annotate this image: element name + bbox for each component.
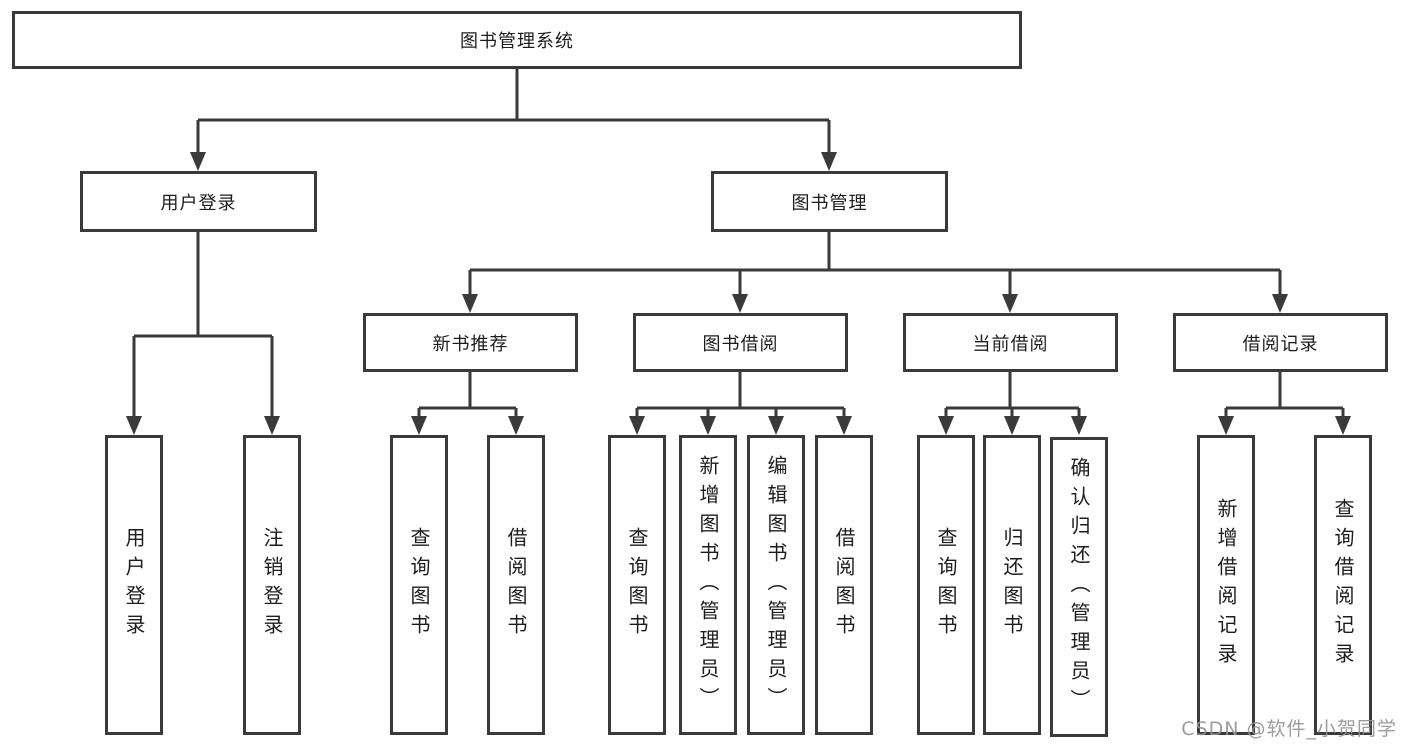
node-label: 归还图书 [1000,527,1024,643]
arrowheads [126,152,1351,435]
leaf-borrow-books-1: 借阅图书 [487,435,545,735]
node-label: 新增图书（管理员） [696,454,720,716]
node-book-borrowing: 图书借阅 [633,313,848,372]
node-label: 借阅图书 [832,527,856,643]
node-label: 用户登录 [122,527,146,643]
node-label: 借阅图书 [504,527,528,643]
node-label: 图书管理 [791,192,868,214]
node-borrowing-records: 借阅记录 [1173,313,1388,372]
node-label: 图书管理系统 [460,31,574,52]
node-label: 当前借阅 [972,333,1049,355]
connector-borrow-to-children [635,371,846,420]
connector-records-to-children [1224,371,1345,420]
connector-root-to-level2 [196,69,831,156]
leaf-user-login: 用户登录 [105,435,163,735]
leaf-borrow-books-2: 借阅图书 [815,435,873,735]
leaf-query-borrow-record: 查询借阅记录 [1314,435,1372,735]
leaf-query-books-3: 查询图书 [917,435,975,735]
node-label: 查询图书 [934,527,958,643]
leaf-logout: 注销登录 [243,435,301,735]
node-label: 查询借阅记录 [1331,498,1355,672]
node-label: 查询图书 [407,527,431,643]
node-label: 用户登录 [160,192,237,214]
node-label: 确认归还（管理员） [1067,456,1091,718]
connector-recommend-to-children [417,371,518,420]
node-label: 编辑图书（管理员） [764,454,788,716]
node-label: 借阅记录 [1242,333,1319,355]
leaf-edit-books-admin: 编辑图书（管理员） [747,435,805,735]
leaf-query-books-2: 查询图书 [608,435,666,735]
node-label: 新增借阅记录 [1214,498,1238,672]
leaf-add-books-admin: 新增图书（管理员） [679,435,737,735]
node-current-borrowing: 当前借阅 [903,313,1118,372]
node-label: 查询图书 [625,527,649,643]
node-new-book-recommend: 新书推荐 [363,313,578,372]
leaf-return-books: 归还图书 [983,435,1041,735]
csdn-watermark: CSDN @软件_小贺同学 [1181,718,1397,740]
node-user-login: 用户登录 [80,171,317,232]
leaf-confirm-return-admin: 确认归还（管理员） [1050,437,1108,737]
leaf-add-borrow-record: 新增借阅记录 [1197,435,1255,735]
node-label: 图书借阅 [702,333,779,355]
node-label: 新书推荐 [432,333,509,355]
connector-mgmt-to-level3 [468,232,1282,298]
connector-current-to-children [944,371,1081,420]
leaf-query-books-1: 查询图书 [390,435,448,735]
connector-login-to-children [132,232,274,420]
node-book-management: 图书管理 [711,171,948,232]
node-library-management-system: 图书管理系统 [12,11,1022,69]
node-label: 注销登录 [260,527,284,643]
